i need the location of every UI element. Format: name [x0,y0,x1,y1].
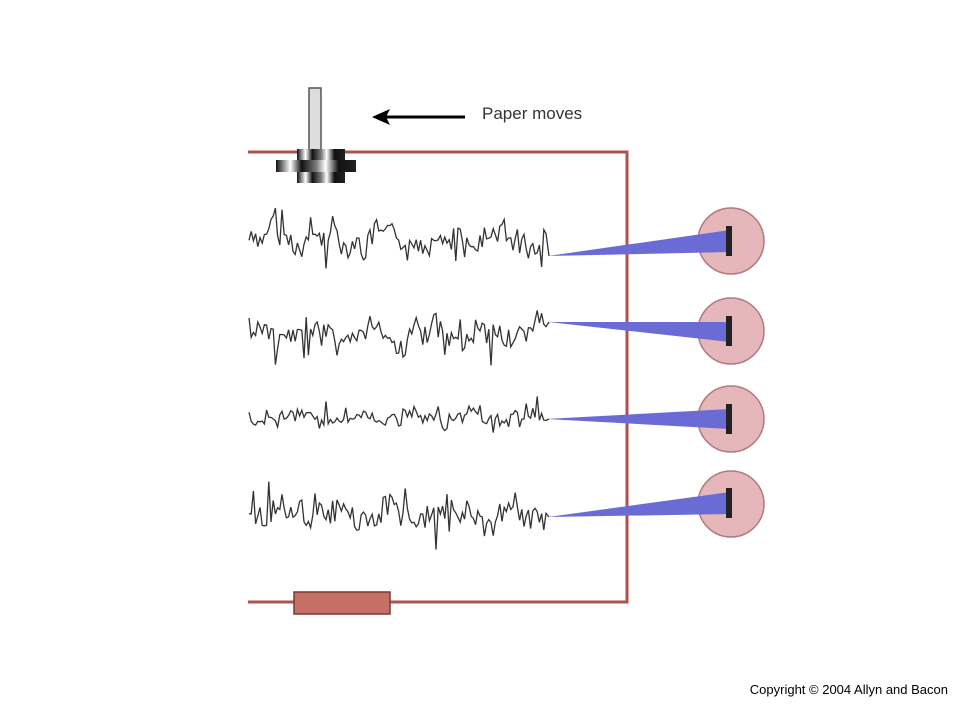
probe-tip-3 [726,404,732,434]
probe-tip-2 [726,316,732,346]
electrode-3 [546,385,765,453]
eeg-trace-1 [248,207,550,269]
probe-2 [548,322,730,342]
electrode-2 [548,297,765,365]
probe-4 [548,492,730,517]
resistor-icon [293,591,391,615]
eeg-trace-3 [248,396,550,433]
recording-pen-icon [276,87,356,183]
electrode-4 [548,470,765,538]
eeg-traces [248,207,550,550]
electrode-1 [548,207,765,275]
eeg-trace-2 [248,310,550,366]
eeg-trace-4 [248,481,550,550]
probe-1 [548,230,730,256]
left-arrow-icon [372,109,465,125]
probe-tip-1 [726,226,732,256]
copyright-notice: Copyright © 2004 Allyn and Bacon [749,682,948,697]
circuit-wire [248,150,629,604]
probe-tip-4 [726,488,732,518]
paper-moves-label: Paper moves [482,104,583,123]
probe-3 [546,409,730,429]
